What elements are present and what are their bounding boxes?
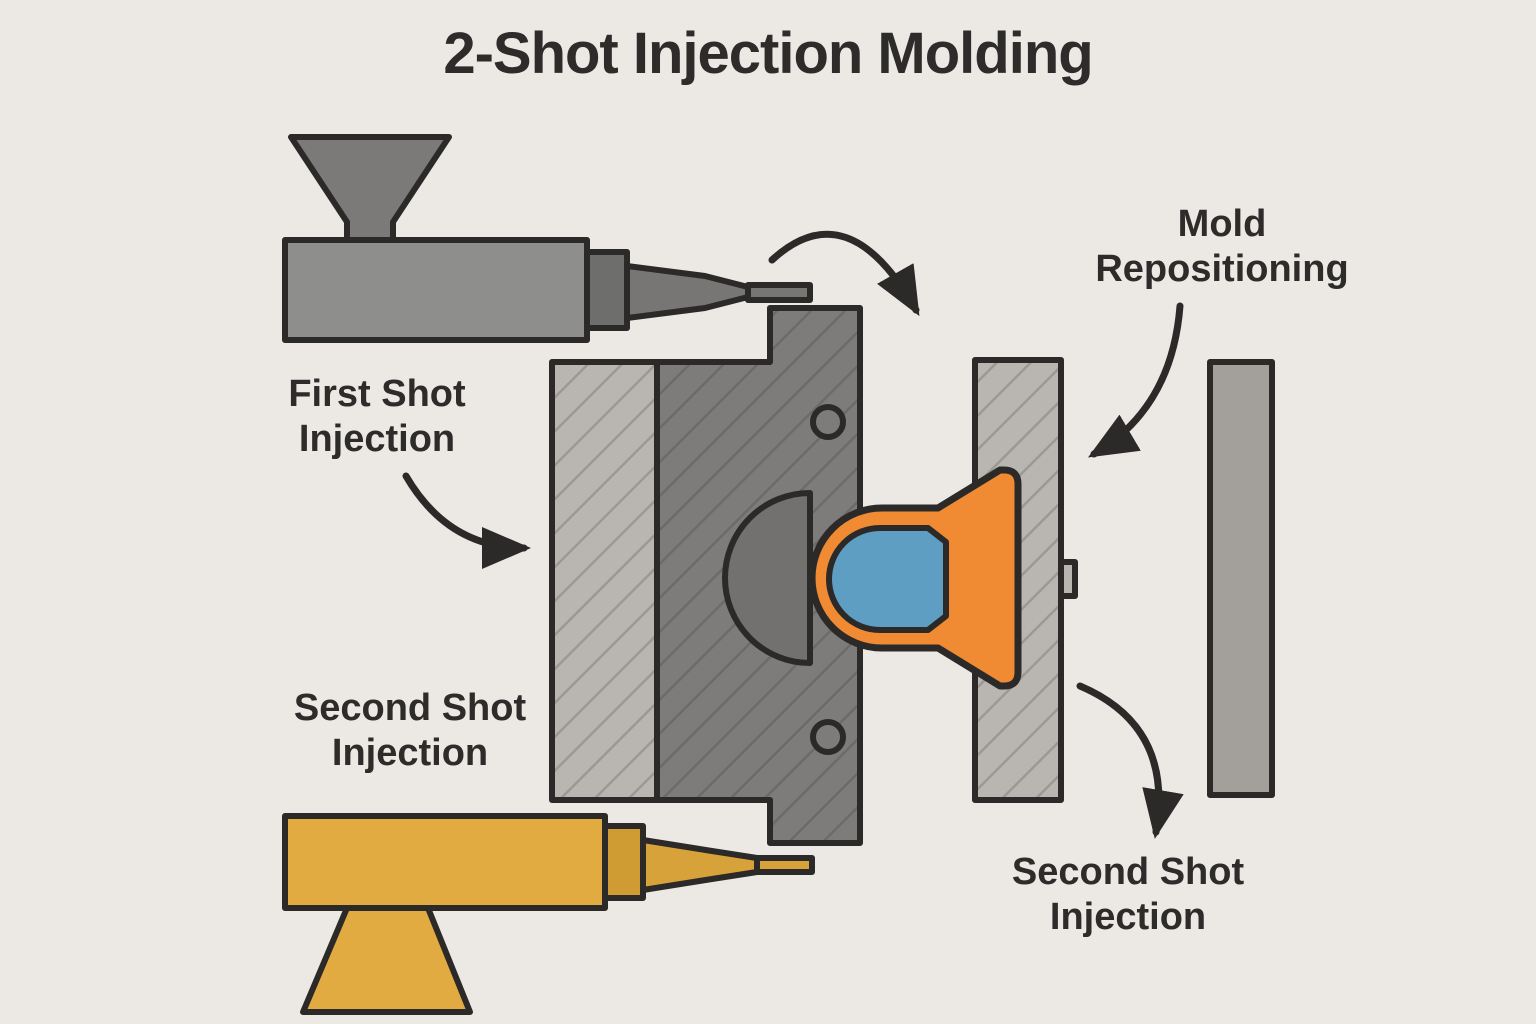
curved-arrow-first-shot (402, 472, 531, 569)
bottom-barrel-cap (602, 823, 646, 901)
curved-arrow-mold-repositioning-top (768, 230, 920, 317)
top-nozzle (624, 263, 751, 321)
label-second-shot-injection-right: Second Shot Injection (1011, 851, 1245, 938)
molded-part-first-shot (826, 525, 949, 633)
bottom-nozzle-tip (754, 855, 815, 875)
curved-arrow-mold-repositioning-label (1087, 302, 1184, 458)
curved-arrow-second-shot-right (1076, 682, 1184, 839)
top-nozzle-tip (745, 282, 813, 303)
top-hopper (288, 134, 452, 247)
mold-plate-right-tab (1058, 559, 1078, 599)
label-second-shot-injection-left: Second Shot Injection (293, 687, 527, 774)
label-mold-repositioning: Mold Repositioning (1095, 203, 1349, 290)
screw-hole-top (810, 404, 846, 440)
bottom-nozzle (640, 837, 760, 893)
label-first-shot-injection: First Shot Injection (288, 373, 466, 460)
mold-plate-left (549, 359, 660, 803)
mold-core-semicircle (722, 490, 813, 666)
screw-hole-bottom (810, 719, 846, 755)
bottom-barrel (282, 813, 608, 911)
top-barrel (282, 237, 590, 343)
backing-plate-right (1207, 359, 1275, 798)
diagram-title: 2-Shot Injection Molding (443, 21, 1093, 86)
bottom-hopper (300, 905, 473, 1015)
top-barrel-cap (584, 249, 630, 331)
